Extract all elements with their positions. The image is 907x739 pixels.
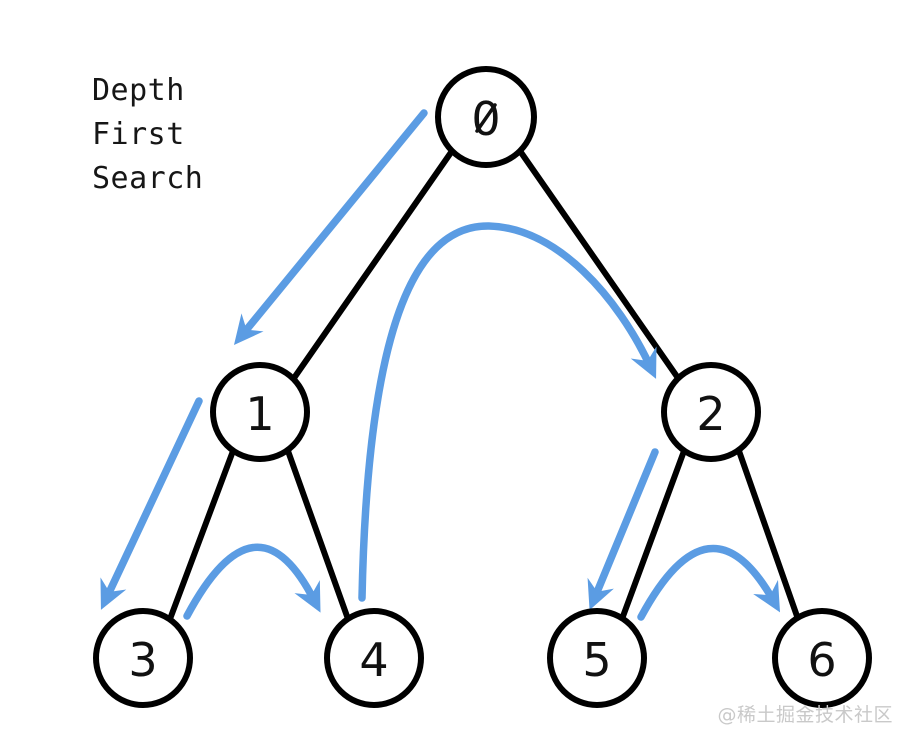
- node-1-circle[interactable]: [210, 362, 310, 462]
- arrow-1-to-3: [100, 397, 203, 610]
- node-4[interactable]: 4: [324, 608, 424, 708]
- node-6-label: 6: [807, 633, 836, 687]
- edge-1-3: [167, 448, 236, 622]
- diagram-title: Depth First Search: [92, 73, 204, 196]
- tree-edges: [167, 148, 801, 622]
- edge-0-1: [291, 148, 455, 381]
- traversal-arrows: [100, 109, 781, 621]
- arrow-3-to-4: [183, 543, 321, 620]
- node-5[interactable]: 5: [547, 608, 647, 708]
- tree-nodes: 0 1 2 3 4 5: [93, 66, 872, 708]
- node-3-circle[interactable]: [93, 608, 193, 708]
- edge-0-2: [517, 148, 681, 381]
- arrow-2-to-5: [587, 448, 659, 611]
- edge-1-4: [285, 448, 351, 622]
- node-4-circle[interactable]: [324, 608, 424, 708]
- arrow-5-to-6: [637, 544, 781, 621]
- node-3[interactable]: 3: [93, 608, 193, 708]
- node-5-label: 5: [582, 633, 611, 687]
- node-4-label: 4: [359, 633, 388, 687]
- node-5-circle[interactable]: [547, 608, 647, 708]
- node-1[interactable]: 1: [210, 362, 310, 462]
- node-0[interactable]: 0: [435, 66, 537, 168]
- node-2-circle[interactable]: [661, 362, 761, 462]
- node-1-label: 1: [245, 387, 274, 441]
- edge-2-5: [619, 448, 687, 622]
- node-6-circle[interactable]: [772, 608, 872, 708]
- node-0-zero-slash: [475, 103, 497, 133]
- node-6[interactable]: 6: [772, 608, 872, 708]
- node-2[interactable]: 2: [661, 362, 761, 462]
- watermark: @稀土掘金技术社区: [717, 704, 893, 726]
- node-2-label: 2: [696, 387, 725, 441]
- edge-2-6: [736, 448, 801, 622]
- arrow-4-to-2: [358, 222, 657, 602]
- arrow-0-to-1: [233, 109, 428, 346]
- node-3-label: 3: [128, 633, 157, 687]
